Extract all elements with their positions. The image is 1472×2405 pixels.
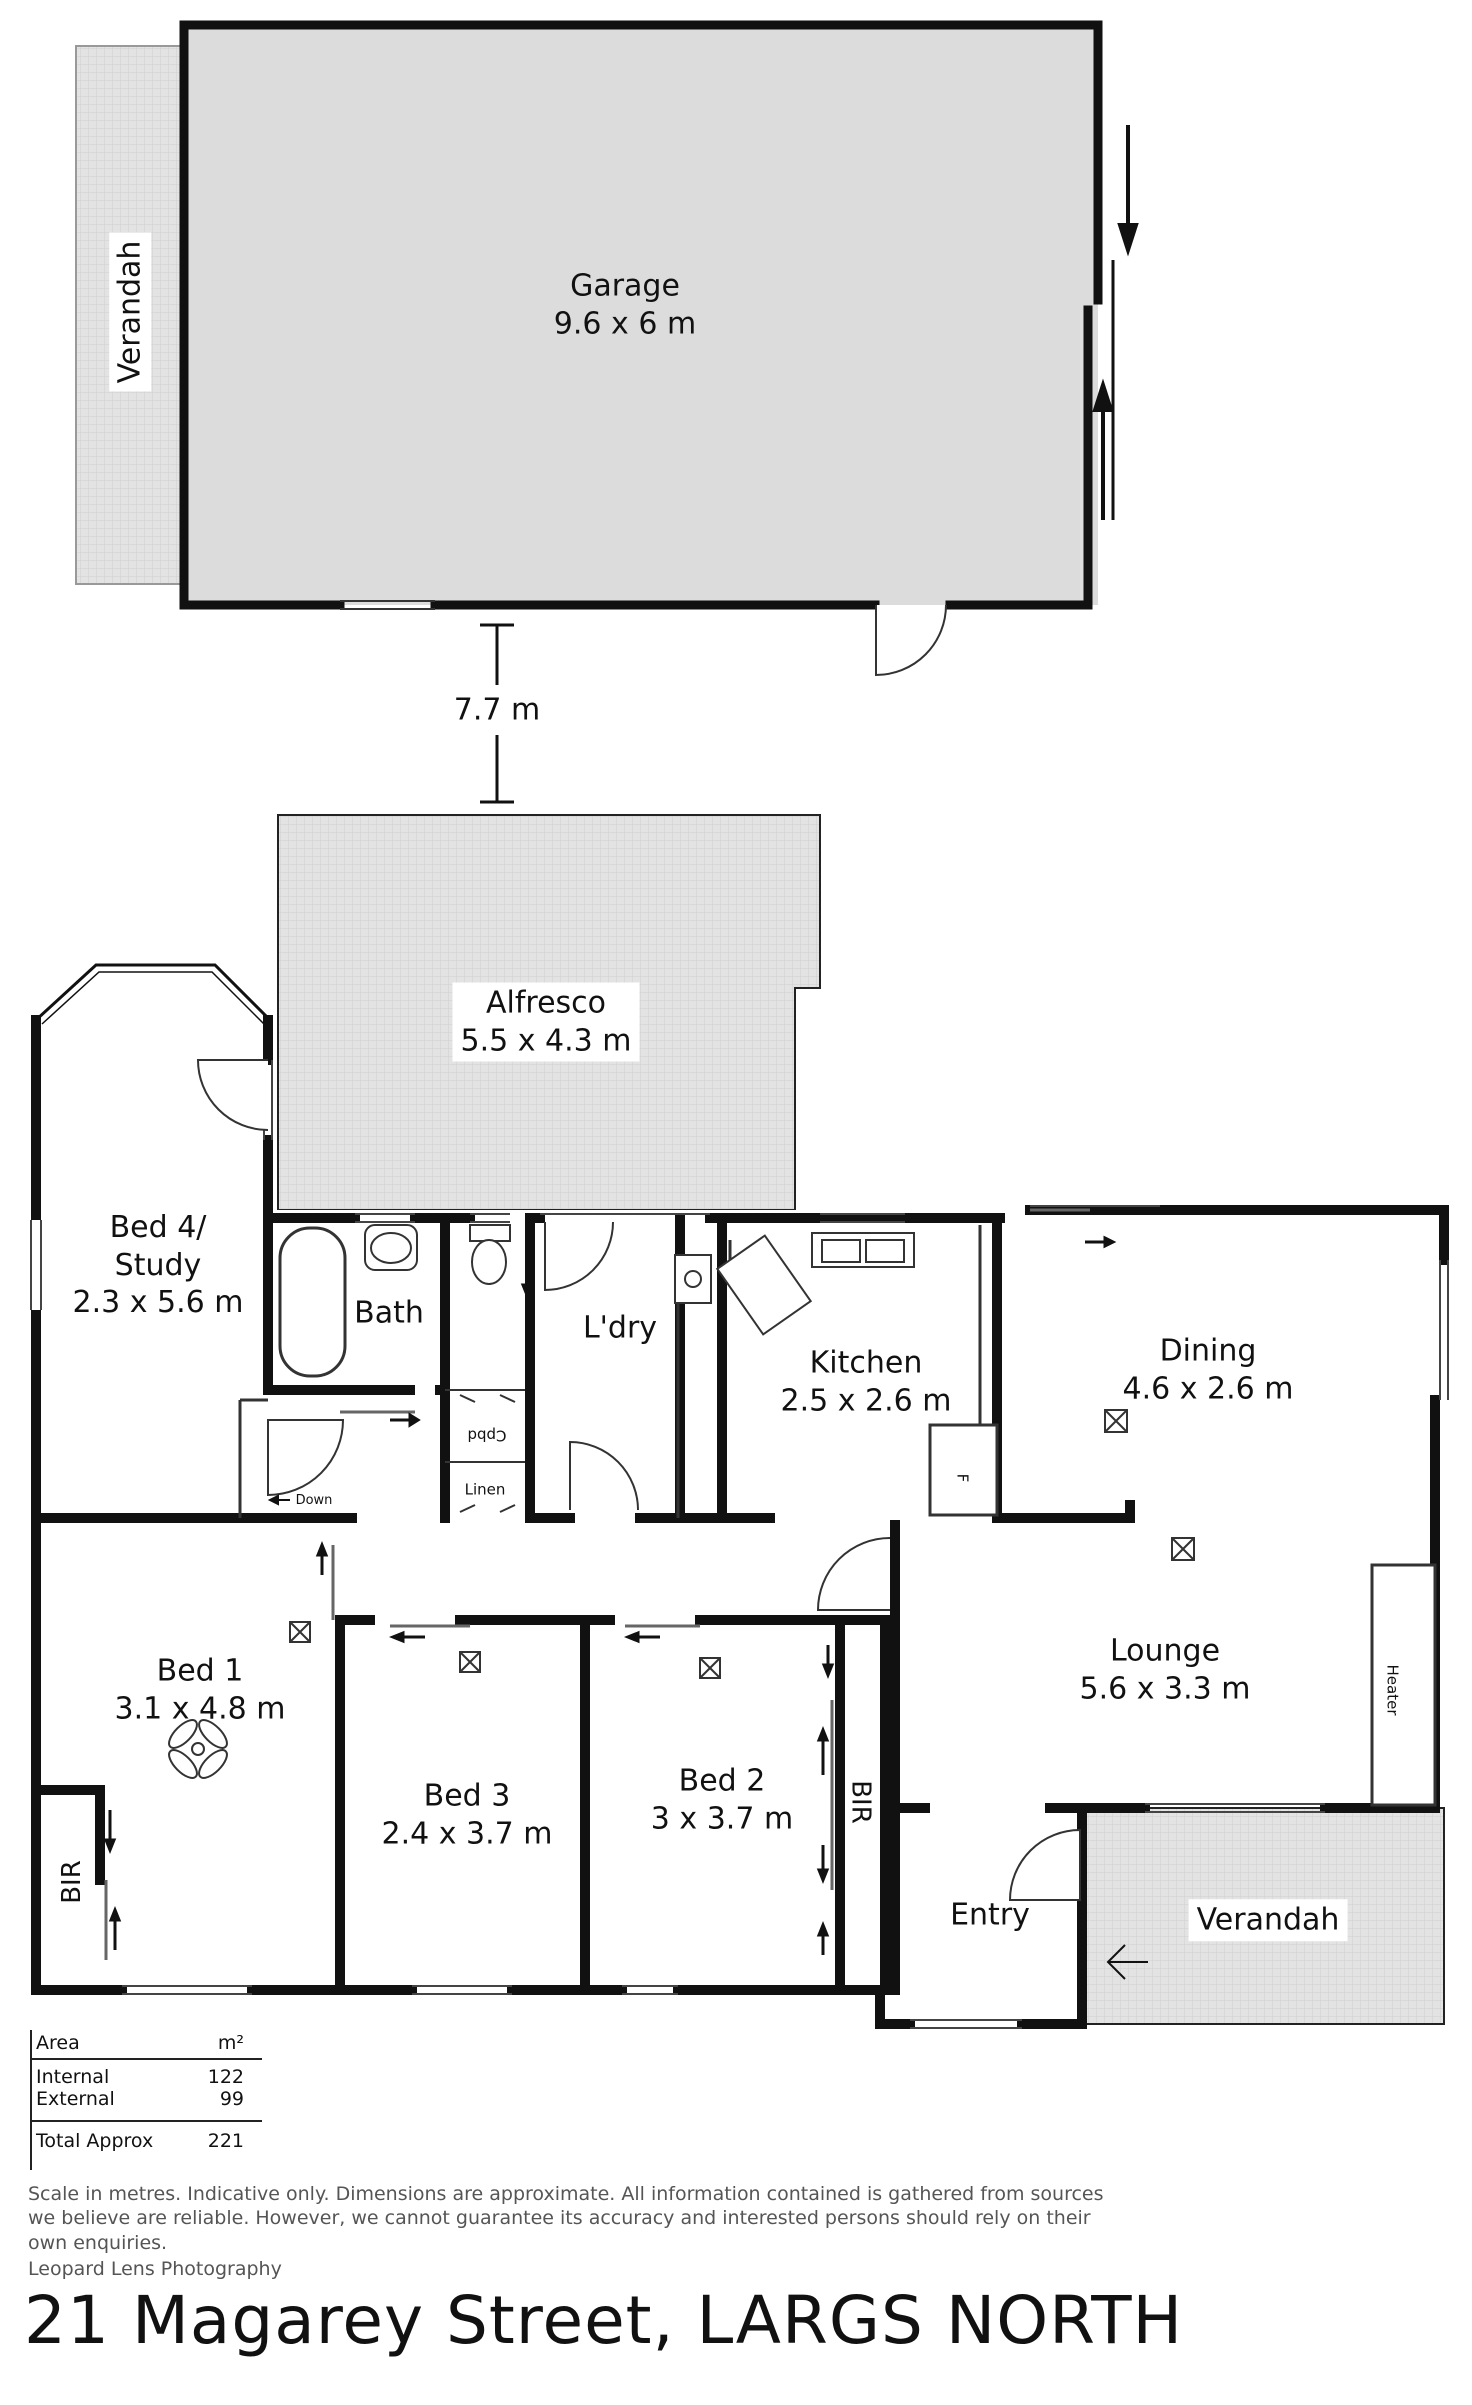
house-walls	[31, 1015, 1449, 2029]
cpbd-label: Cpbd	[467, 1426, 507, 1445]
laundry-label: L'dry	[582, 1310, 658, 1346]
sliding-door-markers	[103, 1208, 1148, 1980]
fixtures	[168, 1224, 1195, 1779]
fridge-label: F	[953, 1473, 972, 1483]
down-arrow	[267, 1494, 290, 1506]
garage-door-swing	[875, 604, 947, 677]
photography-credit: Leopard Lens Photography	[28, 2258, 282, 2280]
garage-floor	[184, 25, 1098, 605]
bed4-bay-window	[34, 963, 272, 1025]
floor-plan	[30, 20, 1449, 2029]
distance-marker	[480, 623, 514, 804]
bath-label: Bath	[354, 1295, 424, 1331]
bir-left-label: BIR	[56, 1860, 87, 1904]
distance-label: 7.7 m	[445, 689, 549, 731]
bir-right-label: BIR	[845, 1780, 876, 1824]
roller-door-arrows	[1092, 125, 1139, 520]
linen-label: Linen	[464, 1480, 506, 1499]
entry-label: Entry	[950, 1897, 1030, 1933]
property-address: 21 Magarey Street, LARGS NORTH	[24, 2282, 1184, 2359]
cupboard-lines	[445, 1389, 525, 1513]
interior-thin-walls	[238, 1225, 1437, 1807]
garage-window	[340, 600, 435, 610]
verandah-front-label: Verandah	[1188, 1899, 1348, 1941]
verandah-top-label: Verandah	[109, 232, 151, 392]
door-swings	[196, 1059, 1081, 1901]
heater-label: Heater	[1383, 1664, 1402, 1716]
disclaimer: Scale in metres. Indicative only. Dimens…	[28, 2183, 1104, 2254]
down-label: Down	[295, 1492, 333, 1508]
windows	[30, 1060, 1449, 2029]
garage-walls	[179, 20, 1103, 610]
